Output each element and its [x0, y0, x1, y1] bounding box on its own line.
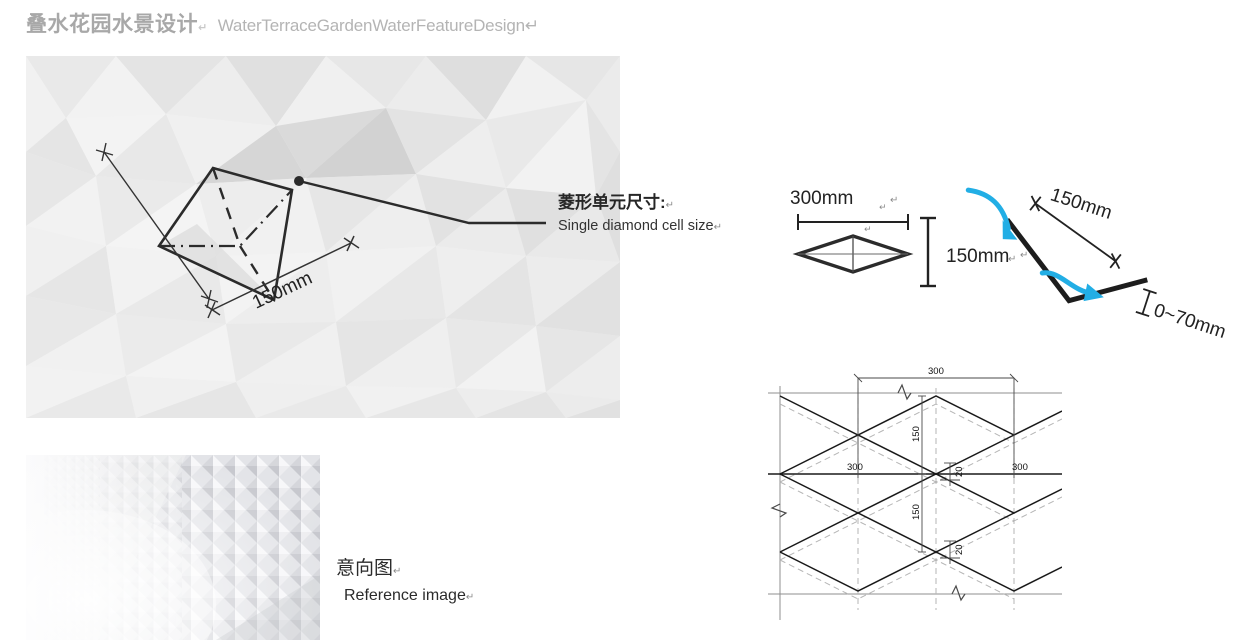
rhombus-shape [792, 234, 914, 274]
plan-width-tick-mark: ↵ [879, 202, 887, 212]
dashed-offset-grid [779, 388, 1062, 610]
drop-range-label: 0~70mm [1151, 300, 1228, 340]
channel-profile [1005, 218, 1148, 304]
flow-arrowhead-lower [1083, 283, 1104, 302]
dim-label-300-top: 300 [928, 366, 944, 377]
dimension-20-lower: 20 [940, 540, 965, 564]
trim-lines [768, 392, 1062, 595]
water-flow-arrow-upper [965, 187, 1011, 231]
hero-diagram-panel: 150mm [26, 56, 620, 418]
dim-label-300-right: 300 [1012, 462, 1028, 473]
technical-detail-drawings: 300mm ↵ ↵ ↵ 150mm ↵ [760, 150, 1252, 340]
dimension-150-lower: 150 [911, 474, 926, 553]
dimension-line-300mm [797, 214, 909, 230]
pilcrow-mark: ↵ [665, 200, 675, 211]
dimension-line-secondary [95, 142, 219, 309]
photo-caption-zh: 意向图↵ [336, 558, 402, 579]
pilcrow-mark: ↵ [1020, 250, 1028, 261]
diamond-cell-callout: 菱形单元尺寸:↵ Single diamond cell size↵ [558, 192, 748, 237]
photo-caption-en: Reference image↵ [344, 586, 475, 604]
pilcrow-mark: ↵ [713, 222, 722, 234]
pilcrow-mark: ↵ [393, 566, 402, 577]
section-height-label: 150mm [946, 246, 1009, 267]
pilcrow-mark: ↵ [465, 591, 475, 603]
dimension-300-top: 300 [853, 366, 1019, 478]
dim-label-20-upper: 20 [954, 466, 965, 477]
diamond-tessellation-plan: 300 300 300 150 150 [762, 358, 1062, 640]
reference-photo-caption: 意向图↵ Reference image↵ [336, 558, 556, 605]
callout-label-zh: 菱形单元尺寸:↵ [558, 193, 675, 212]
diamond-cell-outline [157, 166, 294, 302]
break-symbols [770, 383, 966, 602]
dim-label-150-lower: 150 [911, 504, 922, 520]
dim-label-150-upper: 150 [911, 426, 922, 442]
section-length-label: 150mm [1048, 184, 1115, 224]
reference-photo [26, 455, 320, 640]
pilcrow-mark: ↵ [198, 22, 208, 34]
pilcrow-mark-2: ↵ [864, 224, 872, 234]
rhombus-plan-view: 300mm ↵ ↵ ↵ [790, 188, 914, 274]
page-title-en: WaterTerraceGardenWaterFeatureDesign↵ [217, 16, 539, 35]
section-height-dimension: 150mm ↵ [920, 216, 1028, 288]
plan-width-label: 300mm [790, 188, 853, 209]
page-title-zh: 叠水花园水景设计↵ [26, 13, 208, 36]
pilcrow-mark: ↵ [890, 195, 898, 206]
dim-label-20-lower: 20 [954, 544, 965, 555]
page-header: 叠水花园水景设计↵ WaterTerraceGardenWaterFeature… [26, 8, 926, 46]
drop-dimension-tick [1135, 288, 1157, 318]
dimension-20-upper: 20 [940, 462, 965, 486]
pilcrow-mark: ↵ [1008, 254, 1016, 265]
dimension-line-150mm-section [1029, 195, 1122, 270]
solid-diamond-grid [768, 395, 1062, 592]
dimension-line-150mm [204, 235, 360, 319]
dim-label-300-left: 300 [847, 462, 863, 473]
callout-label-en: Single diamond cell size↵ [558, 218, 722, 235]
lowpoly-background: 150mm [26, 56, 620, 418]
faceted-surface-image [26, 455, 320, 640]
